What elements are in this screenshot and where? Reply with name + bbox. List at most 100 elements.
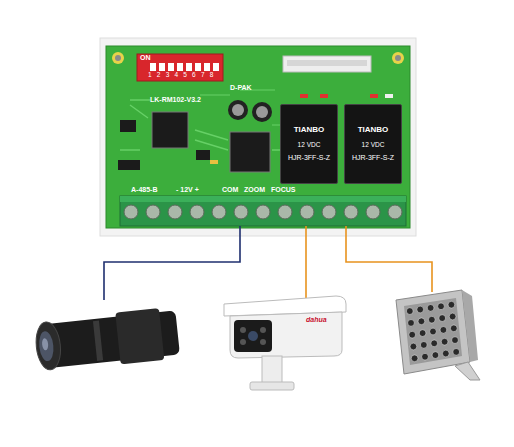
led-grid bbox=[432, 352, 439, 359]
led-grid bbox=[453, 349, 460, 356]
led-grid bbox=[418, 318, 425, 325]
terminal-block bbox=[388, 205, 402, 219]
capacitor bbox=[256, 106, 268, 118]
camera bbox=[224, 296, 346, 390]
dip-switch bbox=[168, 63, 174, 71]
ir-light bbox=[396, 290, 480, 380]
dip-switch bbox=[137, 54, 223, 81]
relay-rating: 12 VDC bbox=[298, 141, 321, 148]
mounting-hole bbox=[115, 55, 121, 61]
relay-rating: HJR-3FF-S-Z bbox=[352, 154, 394, 162]
smd-part bbox=[300, 94, 308, 98]
led-grid bbox=[440, 327, 447, 334]
terminal-label: ZOOM bbox=[244, 186, 265, 194]
terminal-block bbox=[146, 205, 160, 219]
brand-name: TIANBO bbox=[358, 126, 389, 135]
dip-switch: ON1 2 3 4 5 6 7 8 bbox=[137, 54, 223, 81]
ir-light bbox=[404, 298, 462, 365]
pcb bbox=[106, 46, 410, 228]
camera bbox=[260, 339, 266, 345]
pin-header bbox=[287, 60, 367, 66]
mounting-hole bbox=[112, 52, 124, 64]
terminal-block bbox=[120, 196, 406, 226]
pcb bbox=[200, 90, 280, 125]
terminal-label: A-485-B bbox=[131, 186, 157, 194]
terminal-block bbox=[300, 205, 314, 219]
terminal-block bbox=[190, 205, 204, 219]
led-grid bbox=[410, 343, 417, 350]
led-grid bbox=[439, 315, 446, 322]
wire bbox=[104, 226, 240, 300]
switch-label: ON bbox=[140, 54, 151, 62]
terminal-label: COM bbox=[222, 186, 238, 194]
smd-part bbox=[210, 160, 218, 164]
zoom-lens bbox=[34, 307, 181, 374]
led-grid bbox=[419, 330, 426, 337]
terminal-block bbox=[120, 196, 406, 202]
camera bbox=[240, 339, 246, 345]
terminal-block bbox=[124, 205, 138, 219]
terminal-block bbox=[212, 205, 226, 219]
camera bbox=[240, 327, 246, 333]
zoom-lens bbox=[34, 307, 181, 374]
small-chip bbox=[118, 120, 210, 170]
smd-part bbox=[370, 94, 378, 98]
circuit-board: LK-RM102-V3.2 ON1 2 3 4 5 6 7 8 TIANBO 12 V… bbox=[106, 46, 410, 228]
pin-header bbox=[283, 56, 371, 72]
dip-switch bbox=[159, 63, 165, 71]
board-model: LK-RM102-V3.2 bbox=[150, 96, 201, 104]
dip-switch bbox=[213, 63, 219, 71]
led-grid bbox=[417, 306, 424, 313]
zoom-lens bbox=[38, 331, 55, 362]
ir-light bbox=[462, 290, 478, 362]
terminal-block bbox=[278, 205, 292, 219]
camera bbox=[230, 312, 342, 358]
zoom-lens bbox=[42, 338, 49, 351]
capacitor bbox=[228, 100, 272, 122]
ir-light bbox=[455, 362, 480, 380]
zoom-lens bbox=[115, 308, 164, 364]
terminal-block bbox=[344, 205, 358, 219]
relay-rating: HJR-3FF-S-Z bbox=[288, 154, 330, 162]
relay-rating: 12 VDC bbox=[362, 141, 385, 148]
mounting-hole bbox=[392, 52, 404, 64]
dip-switch bbox=[195, 63, 201, 71]
led-grid bbox=[430, 328, 437, 335]
driver-chip bbox=[230, 132, 270, 172]
dip-switch bbox=[150, 63, 156, 71]
led-grid bbox=[411, 355, 418, 362]
led-grid bbox=[448, 301, 455, 308]
terminal-label: - 12V + bbox=[176, 186, 199, 194]
wire bbox=[346, 226, 432, 292]
capacitor bbox=[228, 100, 248, 120]
brand-logo: dahua bbox=[306, 316, 327, 324]
led-grid bbox=[452, 337, 459, 344]
zoom-lens bbox=[93, 321, 103, 361]
led-grid bbox=[408, 320, 415, 327]
camera bbox=[260, 327, 266, 333]
mounting-hole bbox=[395, 55, 401, 61]
led-grid bbox=[441, 338, 448, 345]
led-grid bbox=[450, 325, 457, 332]
led-grid bbox=[406, 301, 459, 361]
camera bbox=[262, 356, 282, 384]
small-chip bbox=[120, 120, 136, 132]
led-grid bbox=[438, 303, 445, 310]
pcb bbox=[106, 46, 410, 228]
main-chip bbox=[152, 112, 188, 148]
camera bbox=[248, 331, 258, 341]
led-grid bbox=[420, 342, 427, 349]
ir-light bbox=[396, 290, 470, 374]
terminal-block bbox=[256, 205, 270, 219]
dip-switch bbox=[137, 54, 223, 81]
capacitor bbox=[232, 104, 244, 116]
led-grid bbox=[422, 353, 429, 360]
pin-header bbox=[283, 56, 371, 72]
dip-switch bbox=[186, 63, 192, 71]
led-grid bbox=[428, 316, 435, 323]
camera bbox=[250, 382, 294, 390]
main-chip bbox=[152, 112, 188, 148]
